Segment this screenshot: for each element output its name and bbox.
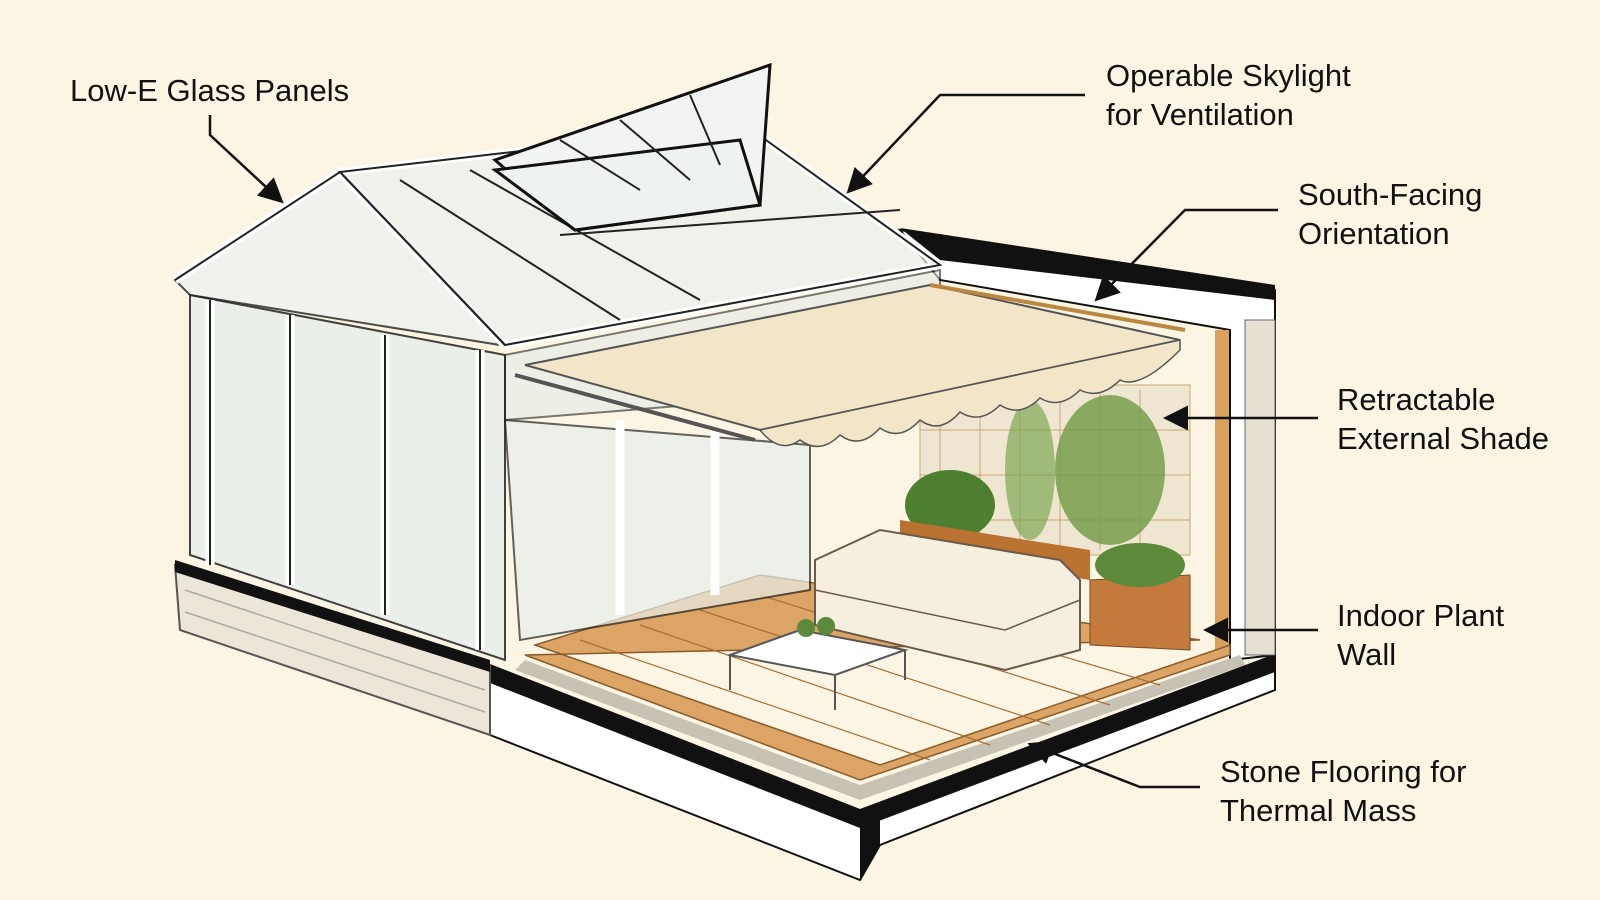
label-text: Retractable: [1337, 382, 1496, 417]
callout-orientation: [1094, 208, 1278, 302]
stone-base-wall: [173, 560, 491, 737]
retractable-awning: [514, 283, 1186, 448]
label-text: Thermal Mass: [1220, 793, 1417, 828]
label-plant-wall: Indoor Plant Wall: [1337, 596, 1504, 674]
label-text: Orientation: [1298, 216, 1450, 251]
foundation-slab: [489, 653, 1276, 882]
label-text: Low-E Glass Panels: [70, 73, 350, 108]
callout-lines: [208, 93, 1318, 789]
label-text: Stone Flooring for: [1220, 754, 1467, 789]
label-south-facing: South-Facing Orientation: [1298, 175, 1482, 253]
label-text: Operable Skylight: [1106, 58, 1351, 93]
callout-skylight: [846, 93, 1085, 194]
sofa: [814, 528, 1081, 672]
label-text: South-Facing: [1298, 177, 1483, 212]
callout-flooring: [1027, 740, 1200, 789]
coffee-table: [726, 617, 909, 710]
label-text: Wall: [1337, 637, 1397, 672]
label-text: External Shade: [1337, 421, 1549, 456]
callout-low-e: [208, 115, 284, 204]
label-low-e-glass: Low-E Glass Panels: [70, 71, 349, 110]
plant-wall: [900, 384, 1191, 651]
label-retractable-shade: Retractable External Shade: [1337, 380, 1549, 458]
label-stone-flooring: Stone Flooring for Thermal Mass: [1220, 752, 1466, 830]
label-text: Indoor Plant: [1337, 598, 1505, 633]
label-operable-skylight: Operable Skylight for Ventilation: [1106, 56, 1351, 134]
label-text: for Ventilation: [1106, 97, 1294, 132]
